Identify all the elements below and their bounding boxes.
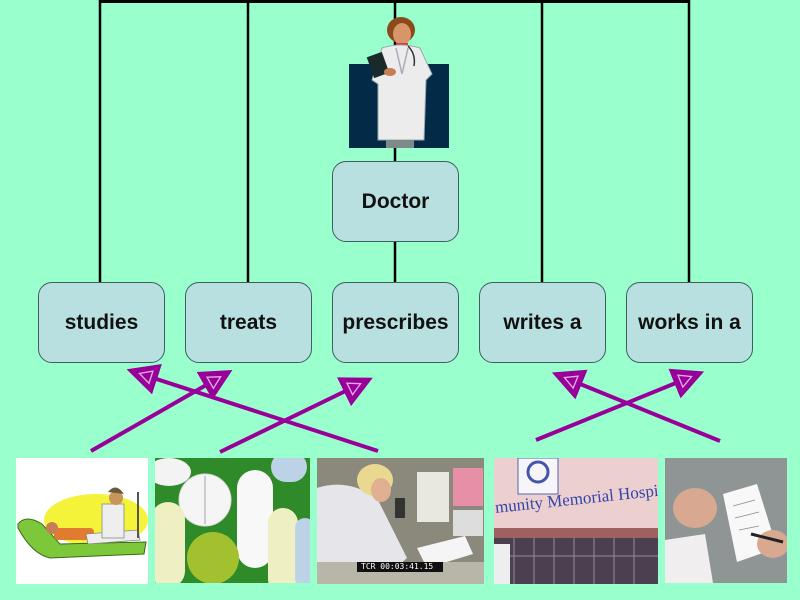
verb-label: works in a xyxy=(638,310,741,334)
verb-node-prescribes: prescribes xyxy=(332,282,459,363)
verb-label: writes a xyxy=(503,310,582,334)
picture-doctor-studying: TCR 00:03:41.15 xyxy=(317,458,484,584)
verb-node-studies: studies xyxy=(38,282,165,363)
verb-label: treats xyxy=(219,310,278,334)
verb-node-writes-a: writes a xyxy=(479,282,606,363)
verb-node-works-in-a: works in a xyxy=(626,282,753,363)
verb-label: prescribes xyxy=(342,310,449,334)
verb-label: studies xyxy=(64,310,139,334)
verb-node-treats: treats xyxy=(185,282,312,363)
doctor-legs xyxy=(386,140,414,148)
doctor-hand xyxy=(384,68,396,76)
arrow-patient-to-treats xyxy=(90,370,233,453)
studying-image xyxy=(317,458,484,584)
patient-clipart xyxy=(17,487,148,559)
arrow-pills-to-prescribes xyxy=(219,377,373,454)
prescription-image xyxy=(665,458,787,583)
timecode-overlay: TCR 00:03:41.15 xyxy=(361,562,434,571)
picture-hospital: munity Memorial Hospital xyxy=(494,458,658,584)
picture-pills xyxy=(155,458,310,583)
arrow-hospital-to-works-in-a xyxy=(535,368,705,442)
doctor-image xyxy=(366,17,433,148)
picture-prescription xyxy=(665,458,787,583)
stethoscope-icon xyxy=(407,45,416,67)
clipboard-icon xyxy=(366,51,390,79)
arrow-studying-to-studies xyxy=(126,363,379,453)
doctor-lapel xyxy=(395,47,409,75)
doctor-node: Doctor xyxy=(332,161,459,242)
picture-patient-with-cast xyxy=(16,458,148,584)
doctor-face xyxy=(393,23,411,45)
arrow-prescription-to-writes-a xyxy=(551,369,721,443)
hospital-image xyxy=(494,458,658,584)
pills-image xyxy=(155,458,310,583)
doctor-node-label: Doctor xyxy=(361,189,430,213)
